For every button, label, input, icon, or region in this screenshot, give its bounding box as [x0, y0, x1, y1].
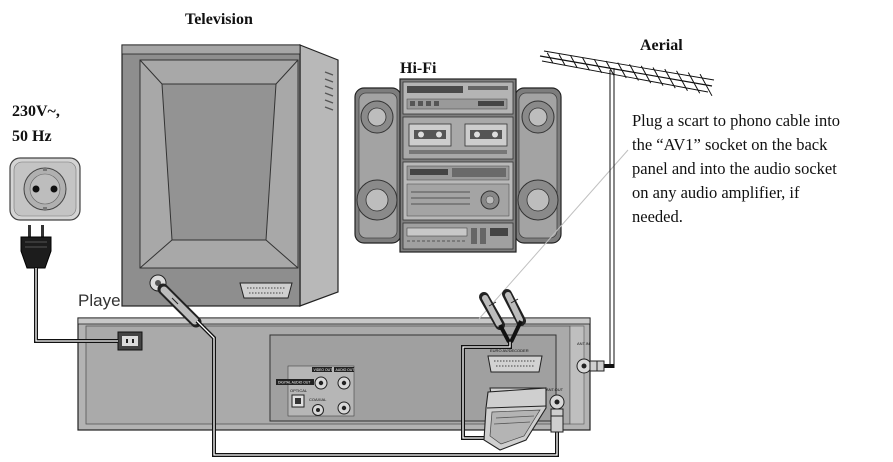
video-out-label: VIDEO OUT	[314, 368, 333, 372]
hifi-right-speaker	[514, 87, 562, 244]
callout-line: Plug a scart to phono cable into	[632, 111, 840, 130]
mains-plug	[20, 225, 52, 269]
wall-socket	[9, 157, 81, 221]
audio-out-left-socket	[337, 376, 351, 390]
aerial-element	[664, 68, 676, 89]
hifi-label: Hi-Fi	[400, 60, 437, 77]
audio-out-header	[334, 367, 354, 372]
coaxial-label: COAXIAL	[309, 397, 327, 402]
tv-scart-socket	[239, 282, 293, 299]
aerial-element	[652, 67, 664, 86]
television	[121, 44, 339, 307]
aerial-element	[676, 70, 688, 91]
euro-av-scart-socket	[487, 355, 543, 373]
aerial-element	[617, 62, 627, 79]
audio-out-right-socket	[337, 401, 351, 415]
callout-line: panel and into the audio socket	[632, 159, 837, 178]
video-out-socket	[314, 376, 328, 390]
aerial-elements	[546, 52, 713, 97]
ant-out-plug	[550, 408, 564, 433]
tv-side-panel	[299, 44, 339, 307]
optical-label: OPTICAL	[290, 388, 308, 393]
digital-audio-out-header	[276, 379, 314, 385]
callout-line: needed.	[632, 207, 683, 226]
aerial-element	[687, 72, 701, 94]
aerial-element	[570, 55, 578, 69]
tv-vents	[324, 71, 334, 111]
aerial-antenna	[539, 50, 715, 97]
mains-cable	[34, 268, 118, 343]
av-output-group: DIGITAL AUDIO OUT VIDEO OUT AUDIO OUT OP…	[276, 365, 355, 417]
frequency-label: 50 Hz	[12, 128, 52, 145]
aerial-element	[640, 65, 652, 84]
player-label: Player	[78, 291, 127, 310]
phono-plugs	[479, 289, 526, 330]
digital-audio-out-label: DIGITAL AUDIO OUT	[278, 380, 310, 384]
aerial-element	[629, 64, 639, 81]
aerial-cable	[589, 68, 615, 372]
power-inlet	[117, 331, 143, 351]
hifi-stack	[399, 78, 517, 253]
ant-out-label: ANT.OUT	[546, 387, 564, 392]
coaxial-socket	[312, 404, 324, 416]
aerial-element	[605, 60, 615, 76]
aerial-element	[593, 59, 603, 74]
aerial-label: Aerial	[640, 37, 683, 54]
aerial-element	[582, 57, 590, 71]
video-out-header	[312, 367, 332, 372]
euro-av-label: EURO AV/DECODER	[490, 348, 529, 353]
scart-plug	[483, 387, 547, 451]
callout-text: Plug a scart to phono cable into the “AV…	[632, 111, 840, 226]
hifi-system	[354, 78, 562, 253]
ant-in-label: ANT.IN	[577, 341, 590, 346]
hifi-left-speaker	[354, 87, 402, 244]
ant-out-socket	[549, 394, 565, 410]
callout-line: the “AV1” socket on the back	[632, 135, 828, 154]
tv-aerial-cable	[157, 283, 564, 457]
television-label: Television	[185, 11, 253, 28]
aerial-element	[699, 73, 713, 97]
aerial-element	[558, 54, 566, 66]
scart-to-phono-cable	[461, 289, 547, 451]
audio-out-label: AUDIO OUT	[336, 368, 355, 372]
ant-in-socket	[576, 358, 592, 374]
callout-line: on any audio amplifier, if	[632, 183, 800, 202]
aerial-element	[546, 52, 554, 63]
voltage-label: 230V~,	[12, 103, 60, 120]
